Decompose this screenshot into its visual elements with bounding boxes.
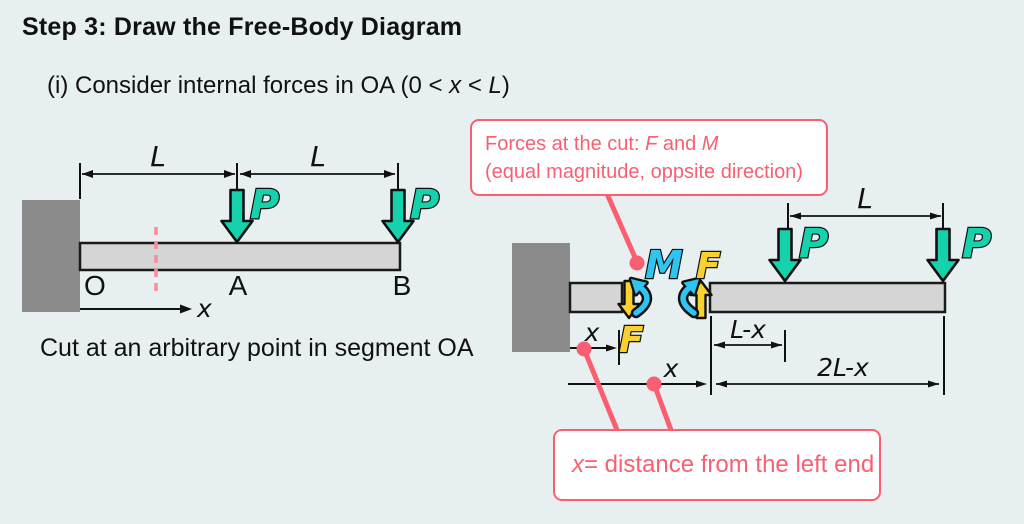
connector-x-bottom	[651, 381, 674, 433]
subtitle-var-l: L	[488, 72, 502, 99]
force-arrow-p-a-right	[768, 227, 802, 283]
force-label-p-a-right: P	[799, 221, 828, 267]
dim-label-l-ab: L	[310, 140, 326, 173]
dim-label-x-stub: x	[584, 318, 600, 347]
left-diagram: L L P P O A B x	[22, 140, 441, 323]
fixed-wall-right	[512, 243, 570, 352]
point-label-o: O	[84, 270, 106, 301]
callout-x-definition: x = distance from the left end	[553, 429, 881, 501]
moment-label-m: M	[645, 243, 683, 287]
dimension-x-stub: x	[570, 318, 620, 365]
beam-left-segment	[568, 281, 624, 314]
point-label-a: A	[229, 270, 248, 301]
dimension-l-right: L	[787, 182, 944, 229]
callout-var-f: F	[645, 133, 658, 155]
force-arrow-p-b	[381, 188, 415, 244]
callout-var-m: M	[701, 133, 719, 155]
force-label-p-a: P	[250, 182, 279, 228]
shear-label-f-bottom: F	[619, 320, 644, 361]
dim-label-x-bottom: x	[663, 354, 679, 383]
dim-label-2l-minus-x: 2L-x	[817, 353, 869, 382]
callout-cut-line2: (equal magnitude, oppsite direction)	[485, 161, 803, 183]
connector-cut-forces	[605, 193, 640, 265]
dimension-l-ab: L	[240, 140, 395, 178]
right-diagram: M F F x x 2L-x	[512, 182, 993, 395]
callout-x-text: = distance from the left end	[584, 451, 875, 478]
connector-dot-x-stub	[576, 341, 592, 357]
callout-cut-forces: Forces at the cut: F and M (equal magnit…	[470, 119, 828, 196]
dimension-l-minus-x: L-x	[714, 315, 786, 362]
subtitle-var-x: x	[449, 72, 462, 99]
connector-dot-cut	[629, 255, 645, 271]
beam-oab	[78, 241, 402, 272]
left-diagram-caption: Cut at an arbitrary point in segment OA	[40, 334, 474, 362]
callout-x-var: x	[572, 451, 584, 478]
fixed-wall-left	[22, 200, 80, 312]
moment-arrow-right	[677, 276, 702, 319]
shear-label-f-top: F	[696, 246, 721, 287]
moment-arrow-left	[628, 276, 653, 319]
dimension-l-oa: L	[82, 140, 235, 178]
connector-dot-x-bottom	[646, 376, 662, 392]
subtitle: (i) Consider internal forces in OA (0 < …	[47, 72, 510, 99]
callout-connectors	[576, 193, 674, 433]
page-title: Step 3: Draw the Free-Body Diagram	[22, 13, 463, 41]
force-arrow-p-b-right	[926, 227, 960, 283]
subtitle-text: (i) Consider internal forces in OA (0 <	[47, 72, 450, 99]
dim-label-l-oa: L	[150, 140, 166, 173]
force-arrow-p-a	[220, 188, 254, 244]
dimension-x-bottom: x	[568, 316, 712, 395]
dimension-2l-minus-x: 2L-x	[716, 316, 945, 395]
beam-right-segment	[708, 281, 947, 314]
dim-label-l-minus-x: L-x	[730, 315, 766, 344]
dim-label-l-right: L	[857, 182, 873, 215]
x-axis-arrow: x	[80, 294, 212, 323]
force-label-p-b: P	[410, 182, 439, 228]
force-label-p-b-right: P	[962, 221, 991, 267]
point-label-b: B	[393, 270, 412, 301]
x-axis-label: x	[196, 294, 212, 323]
callout-cut-line1: Forces at the cut: F and M	[485, 133, 719, 155]
connector-x-stub	[581, 346, 620, 433]
